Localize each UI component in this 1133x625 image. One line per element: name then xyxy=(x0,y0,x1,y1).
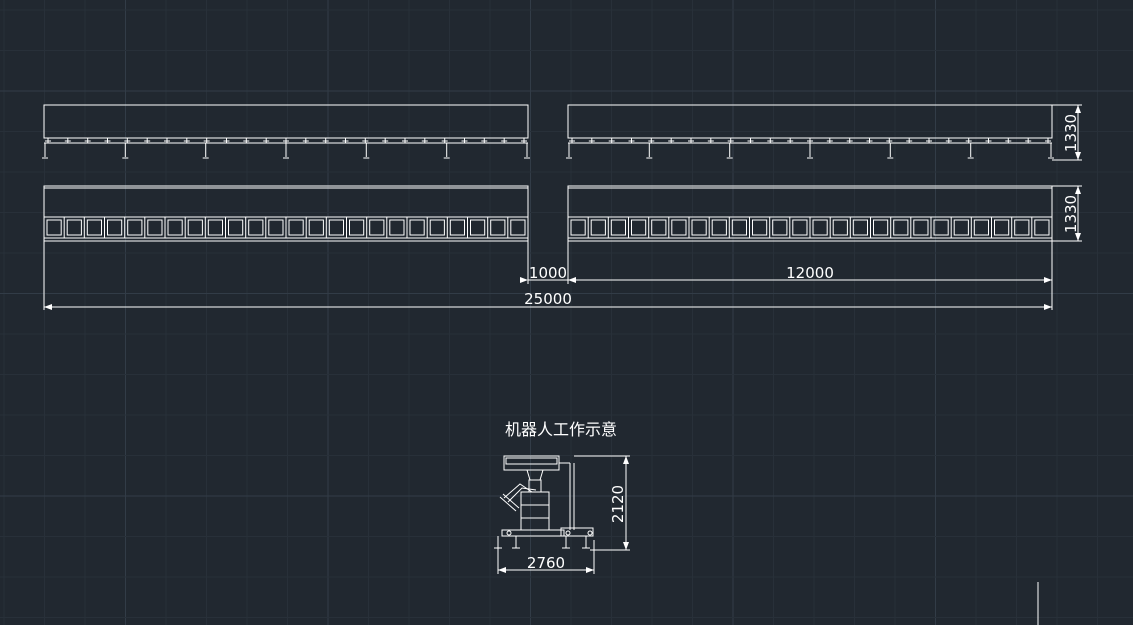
roller-cell xyxy=(248,219,264,236)
roller-cell xyxy=(893,219,909,236)
roller-cell xyxy=(490,219,506,236)
roller-cell xyxy=(429,219,445,236)
roller-cell xyxy=(812,219,828,236)
roller-cell xyxy=(651,219,667,236)
roller-cell xyxy=(953,219,969,236)
dim-arrow xyxy=(1075,186,1081,194)
roller-cell xyxy=(308,219,324,236)
dim-right-length: 12000 xyxy=(786,264,834,282)
roller-cell xyxy=(187,219,203,236)
dim-robot-height: 2120 xyxy=(609,485,627,523)
roller-cell xyxy=(792,219,808,236)
roller-cell xyxy=(570,219,586,236)
roller-cell xyxy=(671,219,687,236)
conveyor-frame xyxy=(567,185,1053,242)
roller-cell xyxy=(752,219,768,236)
robot-caption: 机器人工作示意 xyxy=(505,420,617,439)
roller-cell xyxy=(268,219,284,236)
roller-cell xyxy=(288,219,304,236)
dim-robot-width: 2760 xyxy=(527,554,565,572)
roller-cell xyxy=(510,219,526,236)
robot-dim-arrows xyxy=(498,456,629,573)
roller-cell xyxy=(1034,219,1050,236)
dim-arrow xyxy=(1075,105,1081,113)
roller-cell xyxy=(933,219,949,236)
roller-cell xyxy=(610,219,626,236)
dim-arrow xyxy=(1044,304,1052,310)
roller-cell xyxy=(107,219,123,236)
dim-arrow xyxy=(568,277,576,283)
conveyor-frame xyxy=(567,104,1053,139)
roller-cell xyxy=(207,219,224,236)
dim-arrow xyxy=(44,304,52,310)
conveyor-frame xyxy=(43,185,529,242)
roller-cell xyxy=(873,219,889,236)
roller-cell xyxy=(86,219,103,236)
conveyor-bottom-right[interactable] xyxy=(567,185,1053,242)
roller-cell xyxy=(631,219,647,236)
roller-cell xyxy=(46,219,62,236)
dim-arrow xyxy=(1044,277,1052,283)
roller-cell xyxy=(328,219,344,236)
roller-cell xyxy=(66,219,82,236)
roller-cell xyxy=(127,219,143,236)
roller-cell xyxy=(470,219,486,236)
dim-top-height: 1330 xyxy=(1062,114,1080,152)
roller-cell xyxy=(973,219,989,236)
roller-cell xyxy=(772,219,788,236)
robot-work-schematic[interactable] xyxy=(494,455,630,574)
dim-gap: 1000 xyxy=(529,264,567,282)
roller-cell xyxy=(228,219,244,236)
dim-arrow xyxy=(1075,233,1081,241)
roller-cell xyxy=(409,219,425,236)
roller-cell xyxy=(1014,219,1030,236)
dimension-lines xyxy=(43,104,1082,310)
roller-cell xyxy=(349,219,365,236)
dim-arrow xyxy=(1075,152,1081,160)
conveyor-frame xyxy=(43,104,529,139)
dim-arrow xyxy=(520,277,528,283)
roller-cell xyxy=(590,219,606,236)
dim-total-length: 25000 xyxy=(524,290,572,308)
roller-cell xyxy=(167,219,183,236)
roller-cell xyxy=(711,219,727,236)
roller-cell xyxy=(731,219,747,236)
conveyor-top-right[interactable] xyxy=(566,104,1054,159)
conveyor-top-left[interactable] xyxy=(42,104,530,159)
dim-bottom-height: 1330 xyxy=(1062,195,1080,233)
conveyor-bottom-left[interactable] xyxy=(43,185,529,242)
roller-cell xyxy=(852,219,868,236)
roller-cell xyxy=(147,219,163,236)
dimension-arrows xyxy=(44,105,1081,310)
roller-cell xyxy=(389,219,405,236)
roller-cell xyxy=(369,219,385,236)
roller-cell xyxy=(832,219,848,236)
roller-cell xyxy=(994,219,1010,236)
roller-cell xyxy=(691,219,707,236)
roller-cell xyxy=(913,219,929,236)
roller-cell xyxy=(449,219,465,236)
